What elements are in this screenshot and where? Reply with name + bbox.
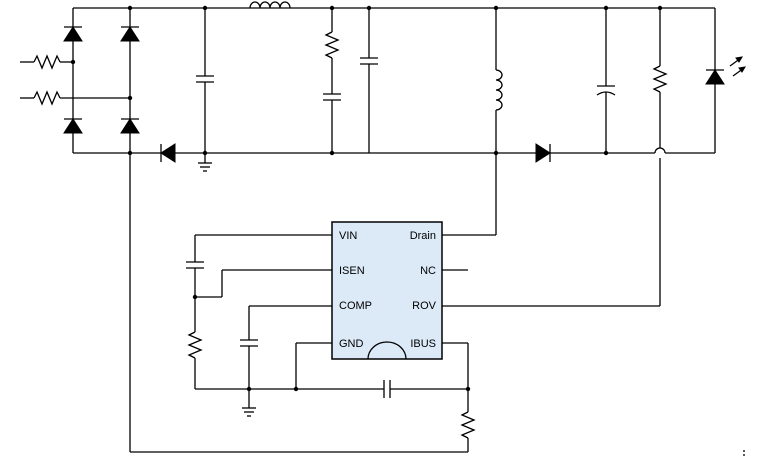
- input-resistor-1: [33, 54, 61, 70]
- pin-label-gnd: GND: [339, 338, 364, 350]
- pin-label-comp: COMP: [339, 300, 372, 312]
- pin-label-vin: VIN: [339, 230, 357, 242]
- buck-inductor: [493, 5, 503, 235]
- damping-resistor: [324, 31, 340, 59]
- freewheel-diode: [535, 143, 551, 163]
- pin-label-isen: ISEN: [339, 265, 365, 277]
- controller-ic: VIN ISEN COMP GND Drain NC ROV IBUS: [331, 221, 443, 360]
- diode-bridge-1: [63, 26, 83, 42]
- ic-right-wiring: [129, 153, 660, 453]
- output-capacitor: [596, 5, 616, 156]
- filter-inductor: [249, 1, 291, 9]
- light-emission-icon: [729, 56, 746, 77]
- load-resistor: [652, 5, 668, 306]
- bridge-rectifier: [63, 5, 496, 156]
- diode-bridge-2: [120, 26, 140, 42]
- diode-bridge-3: [63, 118, 83, 134]
- pin-label-rov: ROV: [412, 300, 437, 312]
- pin-label-nc: NC: [420, 265, 436, 277]
- isen-resistor: [187, 331, 203, 359]
- input-capacitor: [196, 5, 214, 156]
- led-load: [705, 8, 746, 153]
- pin-label-drain: Drain: [410, 230, 436, 242]
- rc-damping-branch: [323, 5, 341, 156]
- sense-resistor: [460, 411, 476, 439]
- bulk-capacitor: [360, 5, 378, 153]
- ground-symbol-ic: [242, 407, 256, 417]
- diode-return: [160, 143, 176, 163]
- diode-bridge-4: [120, 118, 140, 134]
- pin-label-ibus: IBUS: [410, 338, 436, 350]
- ac-input: [20, 54, 130, 106]
- ic-left-wiring: [186, 234, 468, 408]
- ground-symbol: [198, 153, 212, 172]
- input-resistor-2: [33, 90, 61, 106]
